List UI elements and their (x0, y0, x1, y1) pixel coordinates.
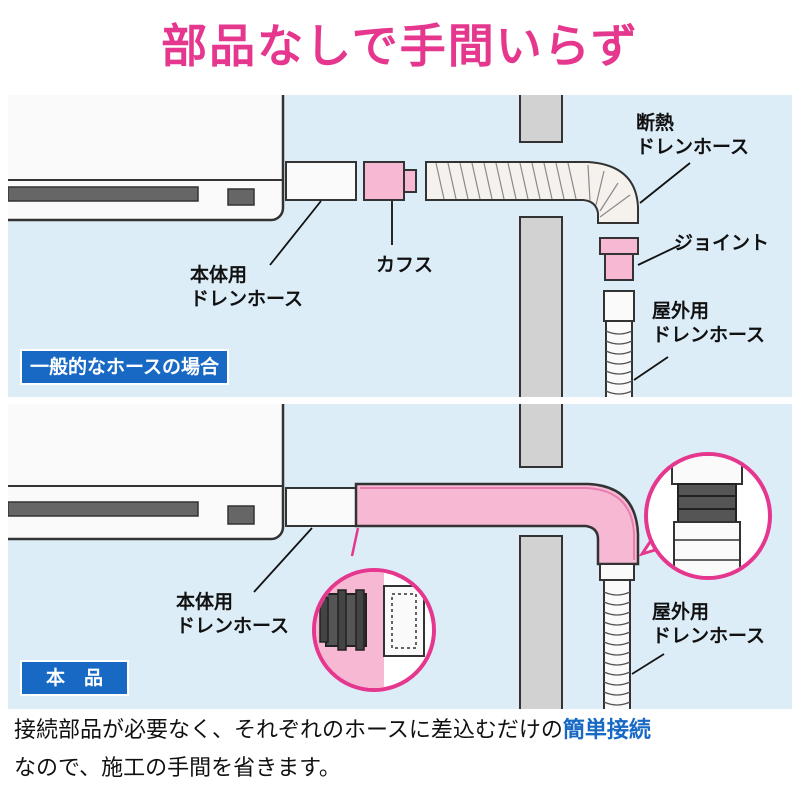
label-outdoor-hose-line1: 屋外用 (652, 300, 710, 322)
cuffs-part (363, 161, 405, 201)
description-line1-text: 接続部品が必要なく、それぞれのホースに差込むだけの (14, 718, 563, 743)
insulated-drain-hose (425, 161, 639, 224)
label-outdoor-hose: 屋外用 ドレンホース (652, 600, 765, 648)
label-insulated-hose-line1: 断熱 (636, 112, 675, 134)
conventional-hose-panel: 断熱 ドレンホース カフス ジョイント 本体用 ドレンホース 屋外用 ドレンホー… (8, 95, 792, 397)
product-panel: 本体用 ドレンホース 屋外用 ドレンホース 本 品 (8, 404, 792, 709)
label-outdoor-hose-line2: ドレンホース (652, 324, 766, 346)
outdoor-drain-hose-top (603, 290, 635, 322)
outdoor-drain-hose-top (599, 563, 635, 581)
wall-upper (519, 404, 563, 468)
label-insulated-hose: 断熱 ドレンホース (636, 111, 749, 159)
label-unit-hose-line1: 本体用 (176, 591, 234, 613)
ac-vent (8, 501, 199, 517)
description-line2: なので、施工の手間を省きます。 (14, 756, 341, 781)
unit-drain-hose (285, 161, 357, 201)
product-badge: 本 品 (20, 660, 130, 696)
outdoor-drain-hose (605, 320, 633, 397)
label-insulated-hose-line2: ドレンホース (636, 136, 750, 158)
connector-detail-bubble-left (312, 527, 436, 692)
label-joint: ジョイント (674, 232, 770, 254)
label-unit-hose-line2: ドレンホース (190, 288, 304, 310)
connector-detail-bubble-right (638, 452, 772, 580)
label-outdoor-hose-line2: ドレンホース (652, 625, 766, 647)
product-elbow-hose (354, 482, 640, 566)
label-outdoor-hose: 屋外用 ドレンホース (652, 299, 765, 347)
label-unit-hose-line1: 本体用 (190, 264, 248, 286)
description-highlight: 簡単接続 (562, 718, 651, 743)
conventional-badge: 一般的なホースの場合 (20, 349, 230, 385)
product-diagram (8, 404, 772, 709)
wall-lower (519, 216, 563, 397)
wall-upper (519, 95, 563, 143)
ac-indicator (227, 505, 255, 525)
ac-indicator (227, 188, 255, 206)
unit-drain-hose (285, 487, 357, 527)
label-outdoor-hose-line1: 屋外用 (652, 601, 710, 623)
description-line1: 接続部品が必要なく、それぞれのホースに差込むだけの簡単接続 (14, 712, 794, 750)
label-unit-hose-line2: ドレンホース (176, 615, 290, 637)
ac-vent (8, 186, 199, 202)
label-cuffs: カフス (376, 254, 434, 276)
label-unit-hose: 本体用 ドレンホース (190, 263, 303, 311)
wall-lower (519, 535, 563, 709)
page-title: 部品なしで手間いらず (161, 19, 639, 73)
label-unit-hose: 本体用 ドレンホース (176, 590, 289, 638)
description: 接続部品が必要なく、それぞれのホースに差込むだけの簡単接続 なので、施工の手間を… (14, 712, 794, 788)
conventional-diagram (8, 95, 691, 397)
joint-part (599, 237, 639, 255)
